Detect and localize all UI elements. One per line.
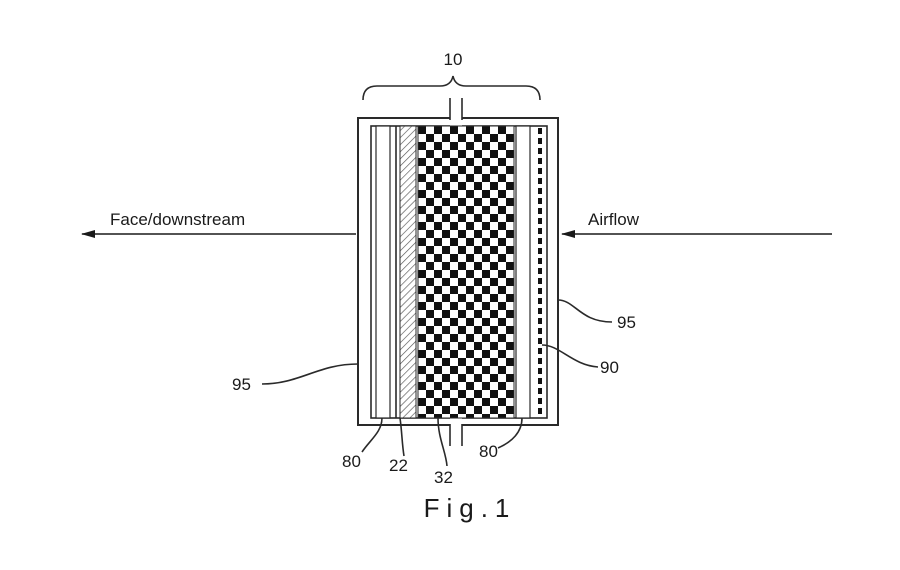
bottom-gap [450,418,462,446]
label-checker-32: 32 [434,468,453,487]
label-downstream: Face/downstream [110,210,245,229]
right-layer-80 [516,126,530,418]
figure-caption: Fig.1 [424,493,517,523]
checker-media-32 [418,126,514,418]
top-gap [450,98,462,128]
label-layer-80-left: 80 [342,452,361,471]
leader-95-right [558,300,612,322]
label-airflow: Airflow [588,210,640,229]
label-frame-95-right: 95 [617,313,636,332]
label-layer-80-right: 80 [479,442,498,461]
hatched-layer-22 [400,126,416,418]
label-frame-95-left: 95 [232,375,251,394]
left-layer-80 [376,126,390,418]
assembly-brace [363,76,540,100]
label-assembly-10: 10 [444,50,463,69]
label-hatched-22: 22 [389,456,408,475]
leader-95-left [262,364,358,384]
label-prefilter-90: 90 [600,358,619,377]
